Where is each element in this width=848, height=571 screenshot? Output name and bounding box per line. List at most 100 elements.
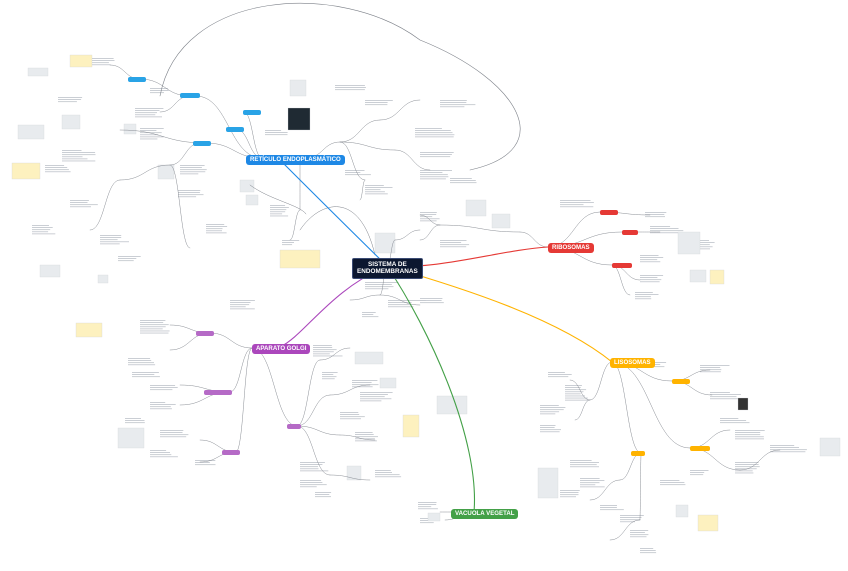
detail-text-line-73-2 [560,492,579,493]
detail-text-line-51-4 [322,378,335,380]
sub-topic-yellow-2[interactable] [690,446,710,451]
detail-text-line-48-2 [150,452,170,453]
sub-branch-line-36 [235,347,253,453]
detail-text-line-24-1 [270,205,286,206]
topic-aparato-golgi[interactable]: APARATO GOLGI [252,344,311,355]
detail-text-line-7-4 [45,171,71,173]
detail-text-line-70-3 [735,466,760,468]
sub-branch-line-60 [689,447,741,471]
sub-topic-red-3[interactable] [612,263,632,268]
detail-text-line-3-2 [135,110,160,111]
detail-text-line-67-3 [720,422,750,424]
sub-topic-purple-4[interactable] [222,450,240,455]
detail-text-line-56-2 [300,464,323,465]
detail-text-line-62-4 [540,411,560,413]
detail-text-line-18-1 [415,128,442,129]
detail-text-line-48-1 [150,450,167,451]
sub-topic-red-2[interactable] [622,230,638,235]
detail-text-line-20-5 [420,178,446,180]
sub-topic-red-1[interactable] [600,210,618,215]
detail-text-line-27-4 [560,206,594,208]
detail-text-line-38-1 [362,312,376,313]
thumbnail-image-23 [354,351,384,365]
sub-topic-blue-4[interactable] [193,141,211,146]
detail-text-line-42-2 [128,360,152,361]
thumbnail-image-14 [279,249,321,269]
topic-lisosomas[interactable]: LISOSOMAS [610,358,655,369]
sub-branch-line-29 [611,264,631,296]
detail-text-line-25-3 [282,244,293,246]
detail-text-line-29-4 [650,232,684,234]
detail-text-line-44-1 [150,385,176,386]
detail-text-line-52-3 [352,384,379,386]
detail-text-line-70-1 [735,462,759,463]
sub-topic-yellow-1[interactable] [672,379,690,384]
detail-text-line-3-5 [135,116,162,118]
cross-link-arc-1 [159,2,521,171]
detail-text-line-74-3 [600,509,624,511]
sub-topic-blue-1[interactable] [180,93,200,98]
topic-vacuola-vegetal[interactable]: VACUOLA VEGETAL [451,509,519,520]
detail-text-line-79-3 [690,474,704,476]
detail-text-line-44-3 [150,389,173,391]
sub-branch-line-51 [589,361,613,401]
sub-branch-line-31 [419,214,441,226]
detail-text-line-34-1 [420,212,437,213]
detail-text-line-3-3 [135,112,157,114]
topic-ribosomas[interactable]: RIBOSOMAS [548,243,594,254]
detail-text-line-51-3 [322,376,337,378]
detail-text-line-12-2 [180,167,202,168]
detail-text-line-30-1 [640,255,659,256]
detail-text-line-50-2 [313,347,333,348]
detail-text-line-27-1 [560,200,591,201]
detail-text-line-53-5 [360,400,382,402]
sub-branch-line-34 [229,347,253,393]
sub-branch-layer [89,2,781,541]
detail-text-line-5-2 [58,99,82,100]
detail-text-line-12-5 [180,173,199,175]
sub-topic-purple-1[interactable] [196,331,214,336]
thumbnail-image-13 [245,194,259,206]
detail-text-line-33-1 [698,240,709,241]
sub-topic-blue-3[interactable] [226,127,244,132]
detail-text-line-42-1 [128,358,151,359]
sub-topic-blue-2[interactable] [243,110,261,115]
sub-topic-blue-5[interactable] [128,77,146,82]
detail-text-line-40-5 [230,308,255,310]
detail-text-line-49-3 [195,464,216,466]
cross-link-arc-2 [299,206,376,256]
central-topic[interactable]: SISTEMA DE ENDOMEMBRANAS [352,258,423,280]
detail-text-line-4-1 [140,128,164,129]
cross-link-arc-3 [249,184,307,215]
detail-text-line-81-3 [420,522,434,524]
sub-branch-line-65 [609,519,641,541]
sub-topic-purple-2[interactable] [204,390,232,395]
detail-text-line-77-1 [640,548,654,549]
detail-text-line-32-4 [635,298,652,300]
detail-text-line-37-4 [388,306,414,308]
detail-text-line-20-3 [420,174,448,176]
topic-reticulo-endoplasmatico[interactable]: RETÍCULO ENDOPLASMÁTICO [246,155,345,166]
sub-topic-yellow-3[interactable] [631,451,645,456]
detail-text-line-27-2 [560,202,594,203]
detail-text-line-41-3 [140,324,169,326]
detail-text-line-35-4 [440,246,467,248]
detail-text-line-30-2 [640,257,664,258]
thumbnail-image-5 [11,162,41,180]
detail-text-line-55-2 [355,434,374,435]
detail-text-line-45-2 [150,404,176,405]
detail-text-line-68-5 [735,438,764,440]
detail-text-line-38-2 [362,314,374,315]
detail-text-line-68-3 [735,434,761,436]
detail-text-line-63-2 [540,427,555,428]
detail-text-line-81-1 [420,518,432,519]
sub-branch-line-17 [379,99,421,121]
detail-text-line-38-3 [362,316,379,318]
sub-branch-line-7 [169,142,201,166]
detail-text-line-6-4 [62,156,83,158]
detail-text-line-41-1 [140,320,166,321]
sub-branch-line-9 [169,164,191,249]
detail-text-line-16-2 [365,102,388,103]
sub-topic-purple-3[interactable] [287,424,301,429]
